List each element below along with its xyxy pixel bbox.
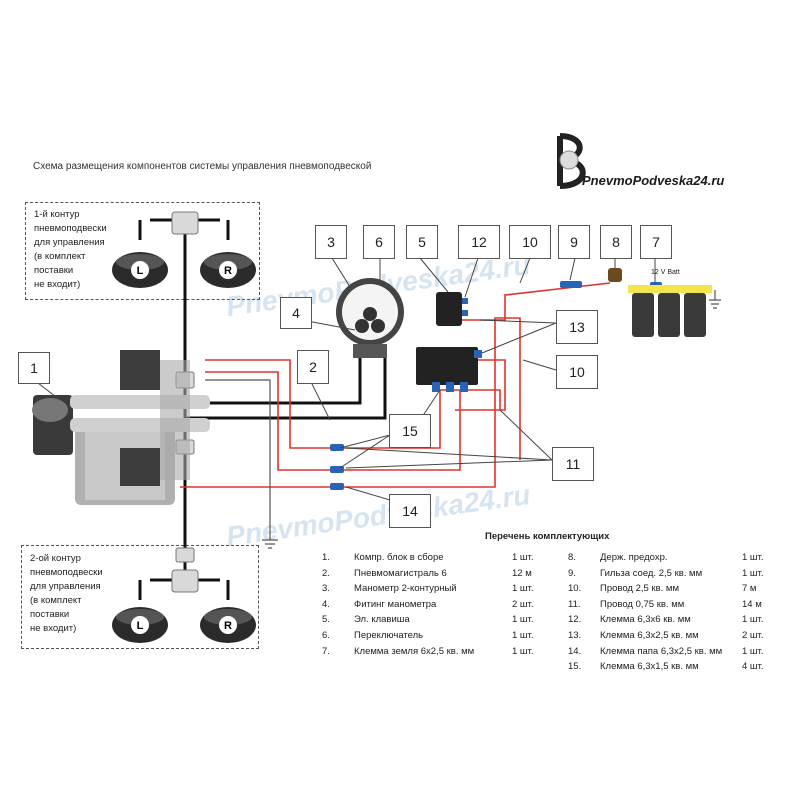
callout-1: 1 [18,352,50,384]
callout-10-top: 10 [509,225,551,259]
callout-2: 2 [297,350,329,384]
legend-title: Перечень комплектующих [485,531,610,542]
callout-5: 5 [406,225,438,259]
battery [628,285,712,337]
legend-row: 8.Держ. предохр.1 шт. [568,552,764,563]
brand-logo-icon [557,133,586,189]
contour1-text: 1-й контур пневмоподвески для управления… [34,209,107,290]
callout-10-side: 10 [556,355,598,389]
ground-wire [205,290,721,549]
contour2-box [21,545,259,649]
fuse-holder [608,268,622,282]
bag-label-r-bottom: R [224,620,232,632]
bag-label-l-top: L [137,265,144,277]
compressor-unit [32,350,210,505]
switch-block [416,347,482,392]
callout-3: 3 [315,225,347,259]
air-bag-r-bottom [200,607,256,643]
bag-label-l-bottom: L [137,620,144,632]
callout-15: 15 [389,414,431,448]
callout-9: 9 [558,225,590,259]
air-lines [138,218,387,600]
battery-label: 12 V Batt [651,269,680,276]
contour2-text: 2-ой контур пневмоподвески для управлени… [30,553,103,634]
diagram-title: Схема размещения компонентов системы упр… [33,161,372,172]
electric-wires [180,282,611,488]
callout-11: 11 [552,447,594,481]
callout-13: 13 [556,310,598,344]
callout-7: 7 [640,225,672,259]
air-bag-l-bottom [112,607,168,643]
callout-4: 4 [280,297,312,329]
air-bag-l-top [112,252,168,288]
callout-14: 14 [389,494,431,528]
bag-label-r-top: R [224,265,232,277]
electric-key [436,292,468,326]
contour1-box [25,202,260,300]
callout-12: 12 [458,225,500,259]
callout-8: 8 [600,225,632,259]
brand-name: PnevmoPodveska24.ru [582,173,725,188]
air-bag-r-top [200,252,256,288]
pressure-gauge [336,278,404,358]
callout-6: 6 [363,225,395,259]
legend-right: 8.Держ. предохр.1 шт. 9.Гильза соед. 2,5… [568,550,763,675]
